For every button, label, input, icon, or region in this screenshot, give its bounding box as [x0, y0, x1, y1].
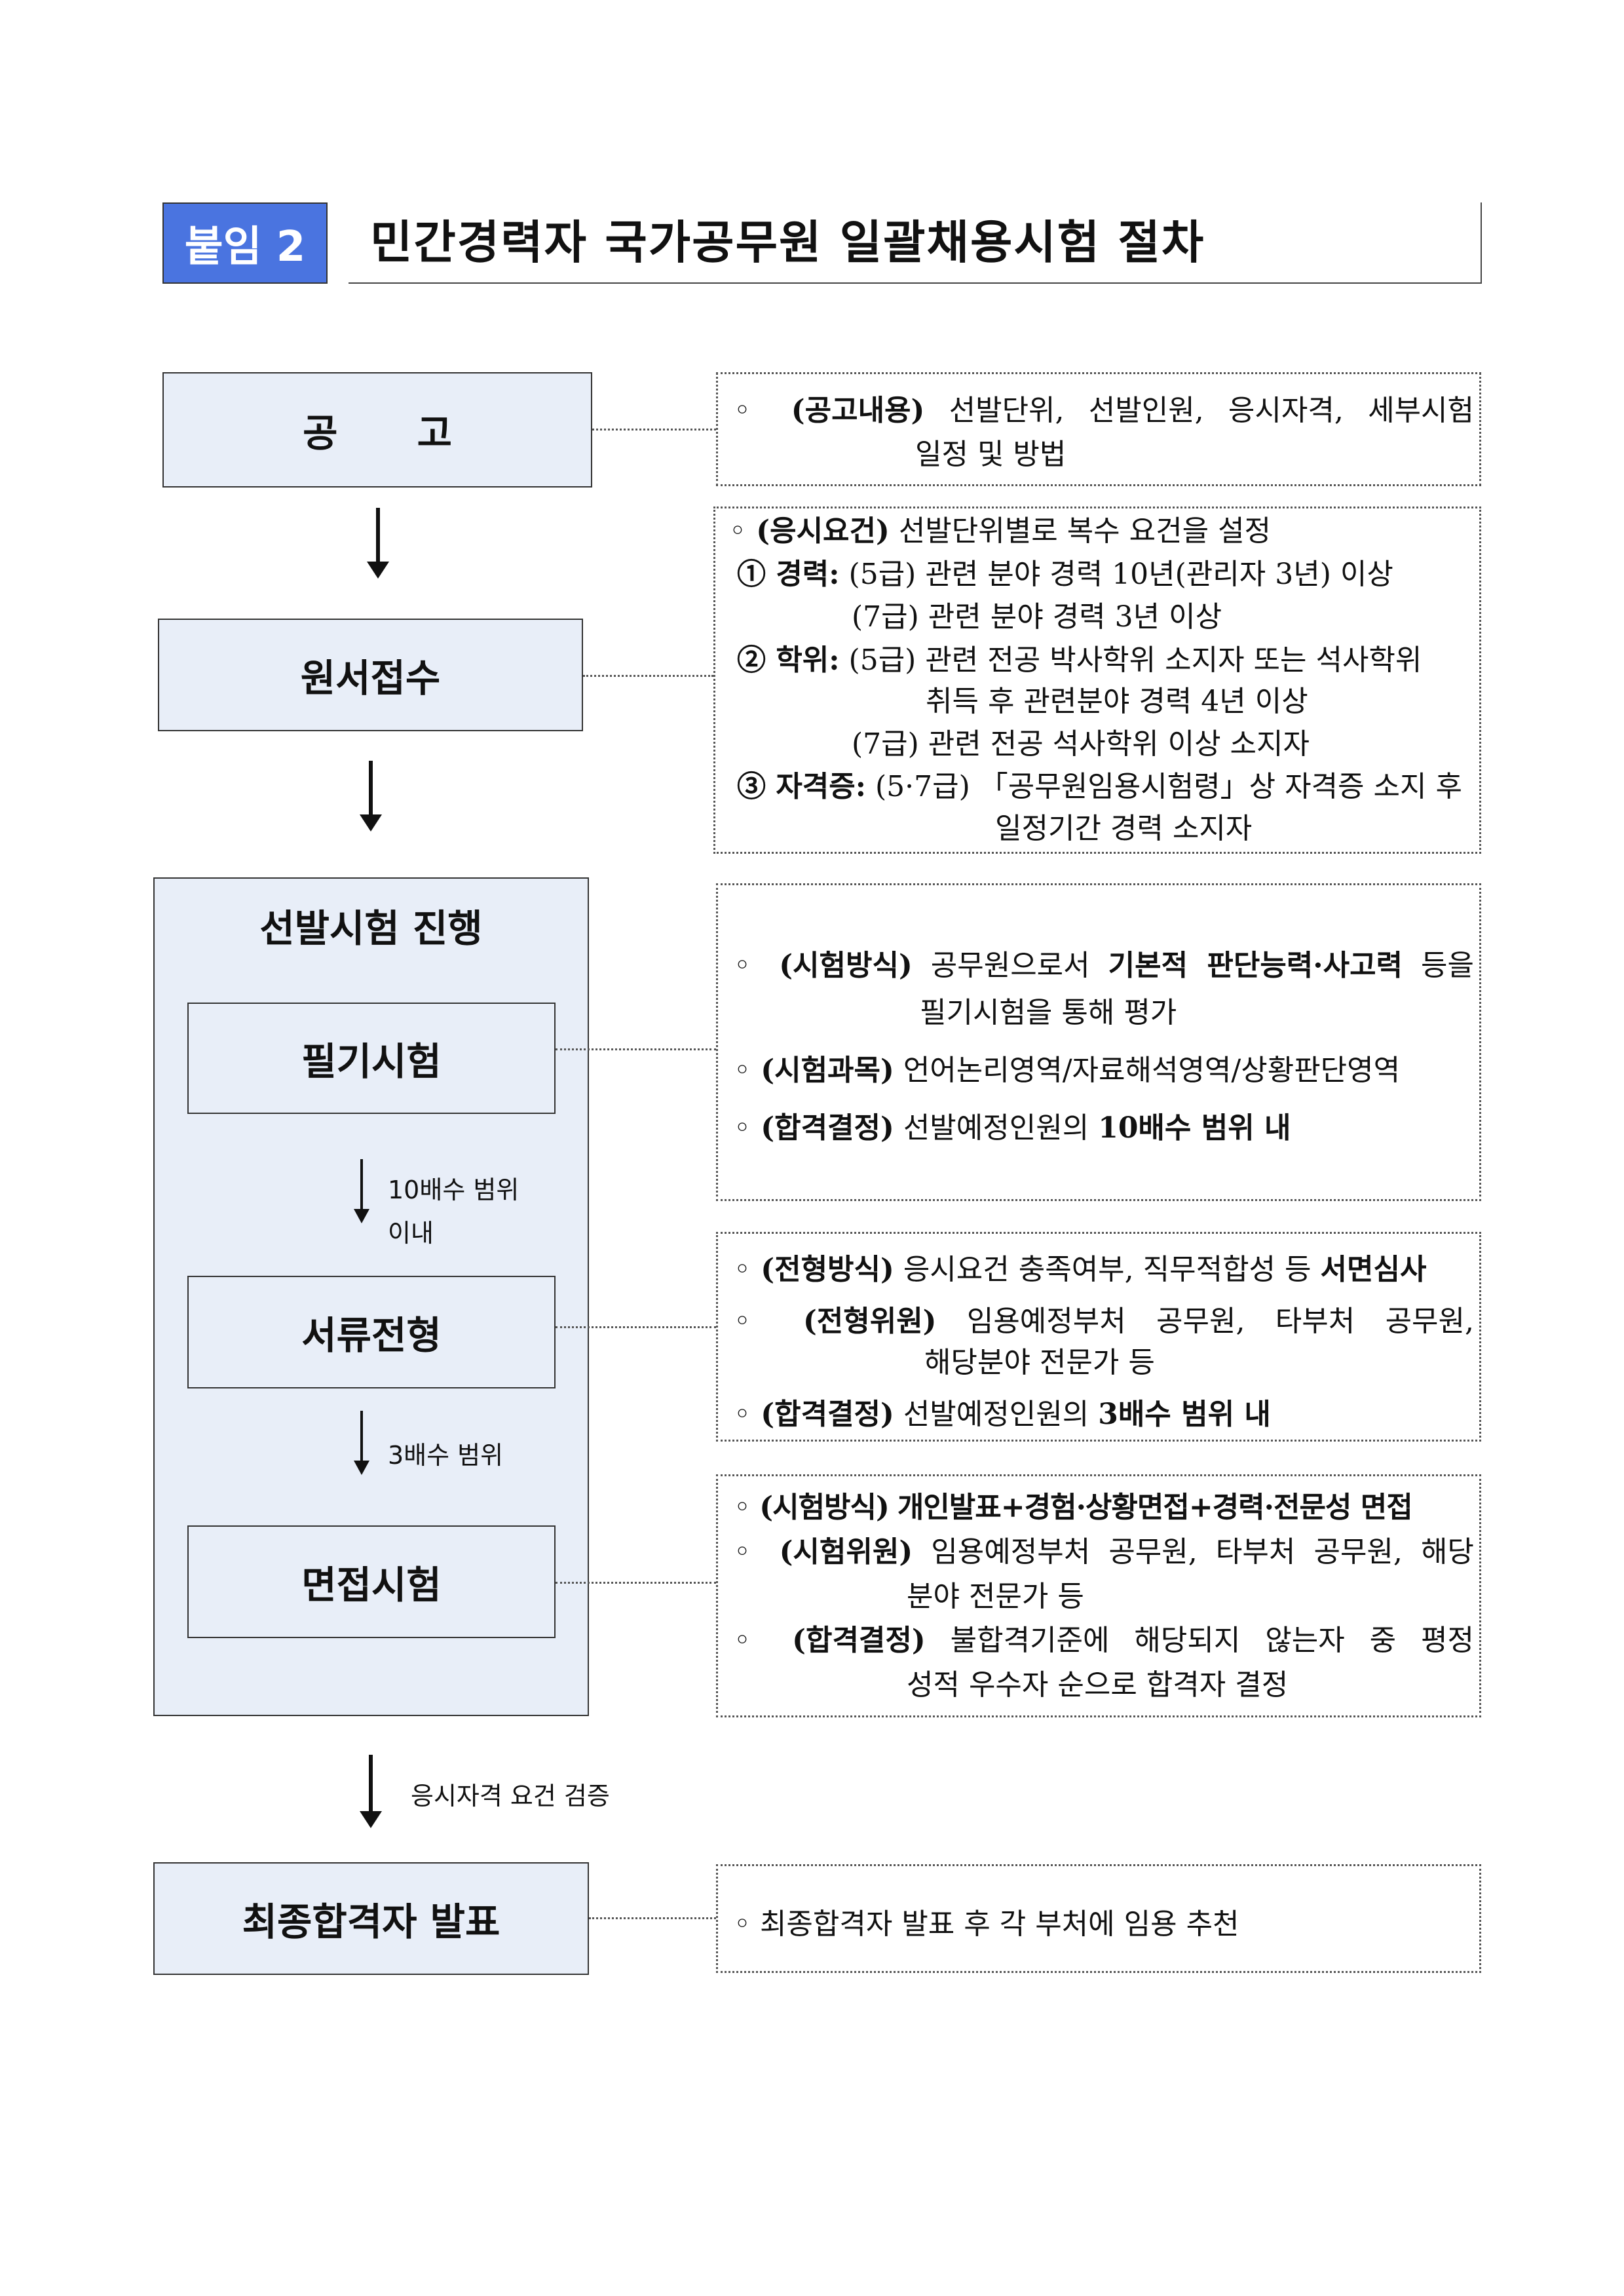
- note-text: (5·7급) 「공무원임용시험령」상 자격증 소지 후: [875, 770, 1462, 803]
- note-emphasis: 서면심사: [1320, 1253, 1427, 1286]
- note-text: 임용예정부처 공무원, 타부처 공무원,: [966, 1305, 1474, 1338]
- note-label: ◦ (시험방식): [734, 1491, 890, 1524]
- note-line: ◦ 최종합격자 발표 후 각 부처에 임용 추천: [734, 1907, 1239, 1941]
- note-label: ◦ (합격결정): [734, 1624, 926, 1657]
- note-label: ◦ (전형위원): [734, 1305, 937, 1338]
- title-right-border: [1481, 202, 1482, 284]
- note-emphasis: 3배수 범위 내: [1098, 1398, 1271, 1431]
- note-line: ① 경력: (5급) 관련 분야 경력 10년(관리자 3년) 이상: [737, 555, 1393, 594]
- note-line: ◦ (합격결정) 선발예정인원의 10배수 범위 내: [734, 1109, 1291, 1148]
- connector-line: [592, 429, 716, 430]
- page-title: 민간경력자 국가공무원 일괄채용시험 절차: [370, 216, 1205, 269]
- note-label: ◦ (합격결정): [734, 1111, 894, 1145]
- note-line: 일정 및 방법: [915, 438, 1067, 471]
- note-label: ② 학위:: [737, 643, 840, 677]
- note-line: ◦ (합격결정) 불합격기준에 해당되지 않는자 중 평정: [734, 1621, 1474, 1660]
- note-emphasis: 10배수 범위 내: [1098, 1111, 1291, 1145]
- note-line: ② 학위: (5급) 관련 전공 박사학위 소지자 또는 석사학위: [737, 641, 1422, 680]
- step-final-announcement: 최종합격자 발표: [153, 1862, 589, 1975]
- note-label: ◦ (공고내용): [734, 394, 925, 427]
- connector-line: [556, 1582, 716, 1584]
- note-line: ◦ (시험방식) 공무원으로서 기본적 판단능력·사고력 등을: [734, 946, 1474, 985]
- note-line: 성적 우수자 순으로 합격자 결정: [907, 1668, 1289, 1702]
- title-underline: [349, 282, 1482, 284]
- note-text: 언어논리영역/자료해석영역/상황판단영역: [903, 1054, 1401, 1087]
- note-line: ◦ (시험위원) 임용예정부처 공무원, 타부처 공무원, 해당: [734, 1533, 1474, 1572]
- note-emphasis: 기본적 판단능력·사고력: [1108, 949, 1403, 982]
- note-text: 등을: [1421, 949, 1474, 982]
- note-line: ◦ (전형위원) 임용예정부처 공무원, 타부처 공무원,: [734, 1302, 1474, 1341]
- note-line: (7급) 관련 분야 경력 3년 이상: [852, 600, 1222, 634]
- note-line: ◦ (전형방식) 응시요건 충족여부, 직무적합성 등 서면심사: [734, 1250, 1426, 1290]
- document-pass-ratio-label: 3배수 범위: [388, 1441, 504, 1470]
- note-text: 선발단위, 선발인원, 응시자격, 세부시험: [949, 394, 1474, 427]
- note-label: ◦ (시험과목): [734, 1054, 894, 1087]
- note-final: [716, 1864, 1481, 1973]
- note-interview: [716, 1474, 1481, 1717]
- note-label: ◦ (시험방식): [734, 949, 913, 982]
- written-pass-ratio-label: 10배수 범위: [388, 1176, 519, 1204]
- note-text: (5급) 관련 분야 경력 10년(관리자 3년) 이상: [848, 558, 1393, 591]
- note-line: 취득 후 관련분야 경력 4년 이상: [926, 685, 1308, 718]
- note-label: ① 경력:: [737, 558, 840, 591]
- step-written-exam: 필기시험: [187, 1003, 556, 1114]
- connector-line: [556, 1326, 716, 1328]
- note-document-screening: [716, 1232, 1481, 1442]
- note-label: ◦ (응시요건): [729, 514, 890, 548]
- note-line: ◦ (공고내용) 선발단위, 선발인원, 응시자격, 세부시험: [734, 391, 1474, 430]
- note-line: ◦ (합격결정) 선발예정인원의 3배수 범위 내: [734, 1395, 1271, 1434]
- note-text: (5급) 관련 전공 박사학위 소지자 또는 석사학위: [848, 643, 1422, 677]
- note-text: 선발단위별로 복수 요건을 설정: [898, 514, 1272, 548]
- note-text: 임용예정부처 공무원, 타부처 공무원, 해당: [931, 1535, 1474, 1569]
- note-label: ◦ (합격결정): [734, 1398, 894, 1431]
- note-line: (7급) 관련 전공 석사학위 이상 소지자: [852, 727, 1310, 761]
- selection-process-title: 선발시험 진행: [259, 906, 483, 951]
- step-interview: 면접시험: [187, 1525, 556, 1638]
- eligibility-check-label: 응시자격 요건 검증: [411, 1782, 610, 1810]
- note-line: 해당분야 전문가 등: [924, 1346, 1155, 1379]
- note-line: ◦ (응시요건) 선발단위별로 복수 요건을 설정: [729, 512, 1271, 551]
- step-document-screening: 서류전형: [187, 1276, 556, 1388]
- note-line: 분야 전문가 등: [907, 1580, 1084, 1613]
- note-written-exam: [716, 883, 1481, 1201]
- note-emphasis: 개인발표+경험·상황면접+경력·전문성 면접: [897, 1491, 1413, 1524]
- attachment-badge: 붙임 2: [162, 202, 328, 284]
- note-label: ③ 자격증:: [737, 770, 867, 803]
- written-pass-ratio-label-2: 이내: [388, 1219, 434, 1248]
- step-application: 원서접수: [158, 619, 583, 731]
- note-line: 필기시험을 통해 평가: [920, 996, 1177, 1029]
- step-announcement: 공 고: [162, 372, 592, 488]
- note-text: 응시요건 충족여부, 직무적합성 등: [903, 1253, 1312, 1286]
- note-line: ◦ (시험방식) 개인발표+경험·상황면접+경력·전문성 면접: [734, 1488, 1413, 1527]
- connector-line: [589, 1917, 716, 1919]
- connector-line: [583, 675, 713, 677]
- note-line: 일정기간 경력 소지자: [995, 812, 1253, 845]
- note-application: [713, 507, 1481, 854]
- note-text: 불합격기준에 해당되지 않는자 중 평정: [950, 1624, 1474, 1657]
- note-line: ③ 자격증: (5·7급) 「공무원임용시험령」상 자격증 소지 후: [737, 767, 1462, 807]
- note-announcement: [716, 372, 1481, 486]
- note-line: ◦ (시험과목) 언어논리영역/자료해석영역/상황판단영역: [734, 1051, 1400, 1090]
- note-label: ◦ (전형방식): [734, 1253, 894, 1286]
- connector-line: [556, 1048, 716, 1050]
- note-text: 선발예정인원의: [903, 1398, 1089, 1431]
- note-text: 선발예정인원의: [903, 1111, 1089, 1145]
- note-text: 공무원으로서: [930, 949, 1090, 982]
- note-label: ◦ (시험위원): [734, 1535, 913, 1569]
